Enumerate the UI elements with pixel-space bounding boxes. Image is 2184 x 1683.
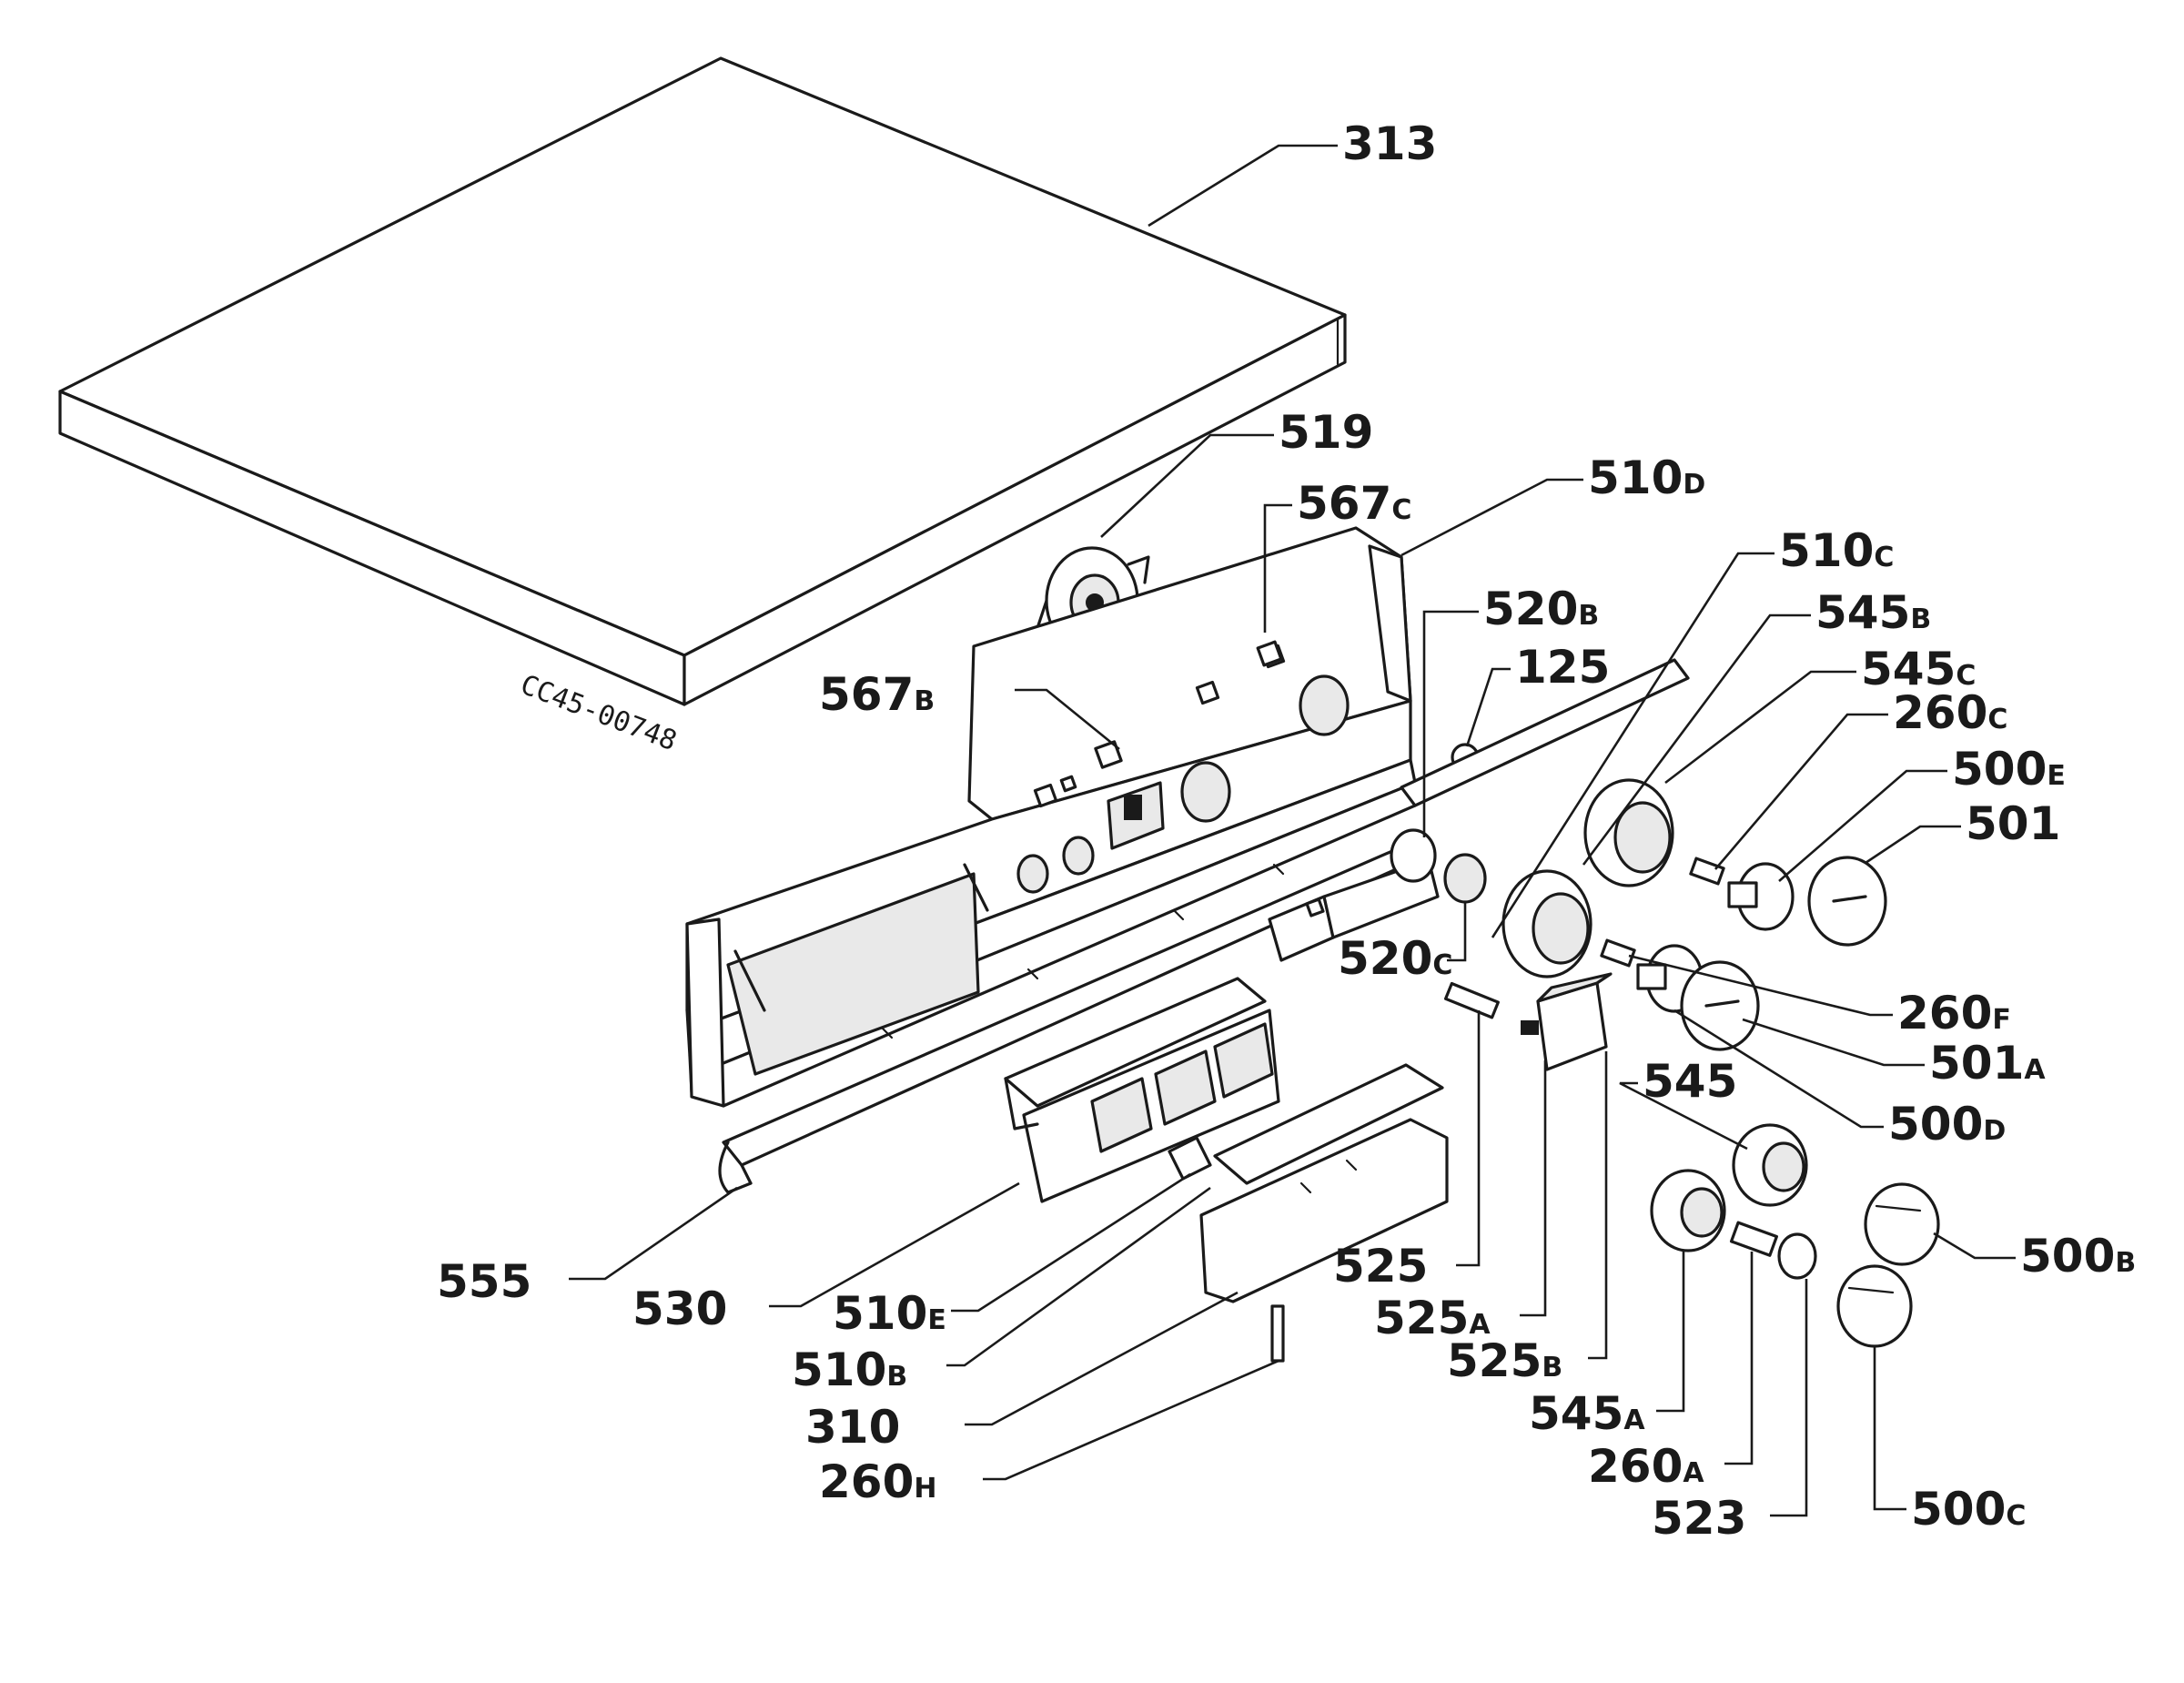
switch-525b-part bbox=[1536, 972, 1613, 1071]
label-545a: 545A bbox=[1529, 1387, 1645, 1440]
clip-525a-part bbox=[1521, 1020, 1539, 1035]
label-545b: 545B bbox=[1815, 586, 1931, 639]
label-510d: 510D bbox=[1588, 451, 1705, 504]
label-260h: 260H bbox=[819, 1455, 936, 1508]
spring-260f-part bbox=[1600, 938, 1636, 968]
button-block-part bbox=[1004, 977, 1280, 1203]
rod-510c-part bbox=[1400, 658, 1690, 807]
label-525: 525 bbox=[1333, 1240, 1428, 1293]
disc-523-part bbox=[1777, 1232, 1817, 1280]
label-567c: 567C bbox=[1297, 477, 1411, 530]
top-cover-part bbox=[58, 56, 1347, 706]
label-525a: 525A bbox=[1374, 1292, 1491, 1344]
cap-545-part bbox=[1732, 1123, 1808, 1207]
knob-501-part bbox=[1807, 856, 1887, 947]
label-260f: 260F bbox=[1897, 987, 2011, 1039]
label-260a: 260A bbox=[1588, 1440, 1704, 1493]
part-labels: 313 519 510D 567C 520B 125 510C 545B 545… bbox=[437, 117, 2136, 1545]
label-510b: 510B bbox=[792, 1343, 907, 1396]
label-525b: 525B bbox=[1447, 1334, 1562, 1387]
label-500b: 500B bbox=[2020, 1230, 2136, 1283]
label-500d: 500D bbox=[1888, 1098, 2006, 1151]
leader-lines bbox=[569, 144, 2016, 1517]
clip-567c-part bbox=[1256, 640, 1283, 667]
label-260c: 260C bbox=[1893, 686, 2007, 739]
knob-520b-part bbox=[1390, 828, 1437, 883]
ring-545c-part bbox=[1583, 778, 1674, 887]
spring-260c-part bbox=[1689, 857, 1725, 886]
cap-545a-part bbox=[1650, 1169, 1726, 1252]
label-310: 310 bbox=[805, 1401, 900, 1454]
label-523: 523 bbox=[1652, 1492, 1746, 1545]
knob-501a-part bbox=[1680, 960, 1760, 1051]
label-555: 555 bbox=[437, 1255, 531, 1308]
knob-520c-part bbox=[1443, 853, 1487, 904]
label-545: 545 bbox=[1643, 1055, 1737, 1108]
label-510c: 510C bbox=[1779, 524, 1894, 577]
label-519: 519 bbox=[1279, 406, 1373, 459]
label-545c: 545C bbox=[1861, 643, 1976, 695]
front-flap-part bbox=[1199, 1063, 1449, 1303]
label-501a: 501A bbox=[1929, 1037, 2046, 1090]
clip-567b-part bbox=[1094, 740, 1123, 769]
label-500c: 500C bbox=[1911, 1483, 2026, 1536]
label-530: 530 bbox=[632, 1283, 727, 1335]
small-cap-part bbox=[1168, 1136, 1212, 1181]
pin-260h-part bbox=[1270, 1304, 1285, 1363]
label-500e: 500E bbox=[1952, 743, 2066, 796]
ring-545b-part bbox=[1502, 869, 1592, 978]
label-501: 501 bbox=[1966, 797, 2060, 850]
label-125: 125 bbox=[1515, 641, 1610, 694]
label-567b: 567B bbox=[819, 668, 935, 721]
cap-500c-part bbox=[1836, 1264, 1913, 1348]
label-313: 313 bbox=[1342, 117, 1437, 170]
label-510e: 510E bbox=[833, 1287, 946, 1340]
carrier-500e-part bbox=[1727, 862, 1795, 931]
label-520b: 520B bbox=[1483, 583, 1599, 635]
shaft-525-part bbox=[1443, 981, 1500, 1019]
label-520c: 520C bbox=[1338, 932, 1452, 985]
spring-260a-part bbox=[1729, 1221, 1778, 1257]
control-panel-part bbox=[685, 526, 1417, 1108]
cap-500b-part bbox=[1864, 1182, 1940, 1266]
